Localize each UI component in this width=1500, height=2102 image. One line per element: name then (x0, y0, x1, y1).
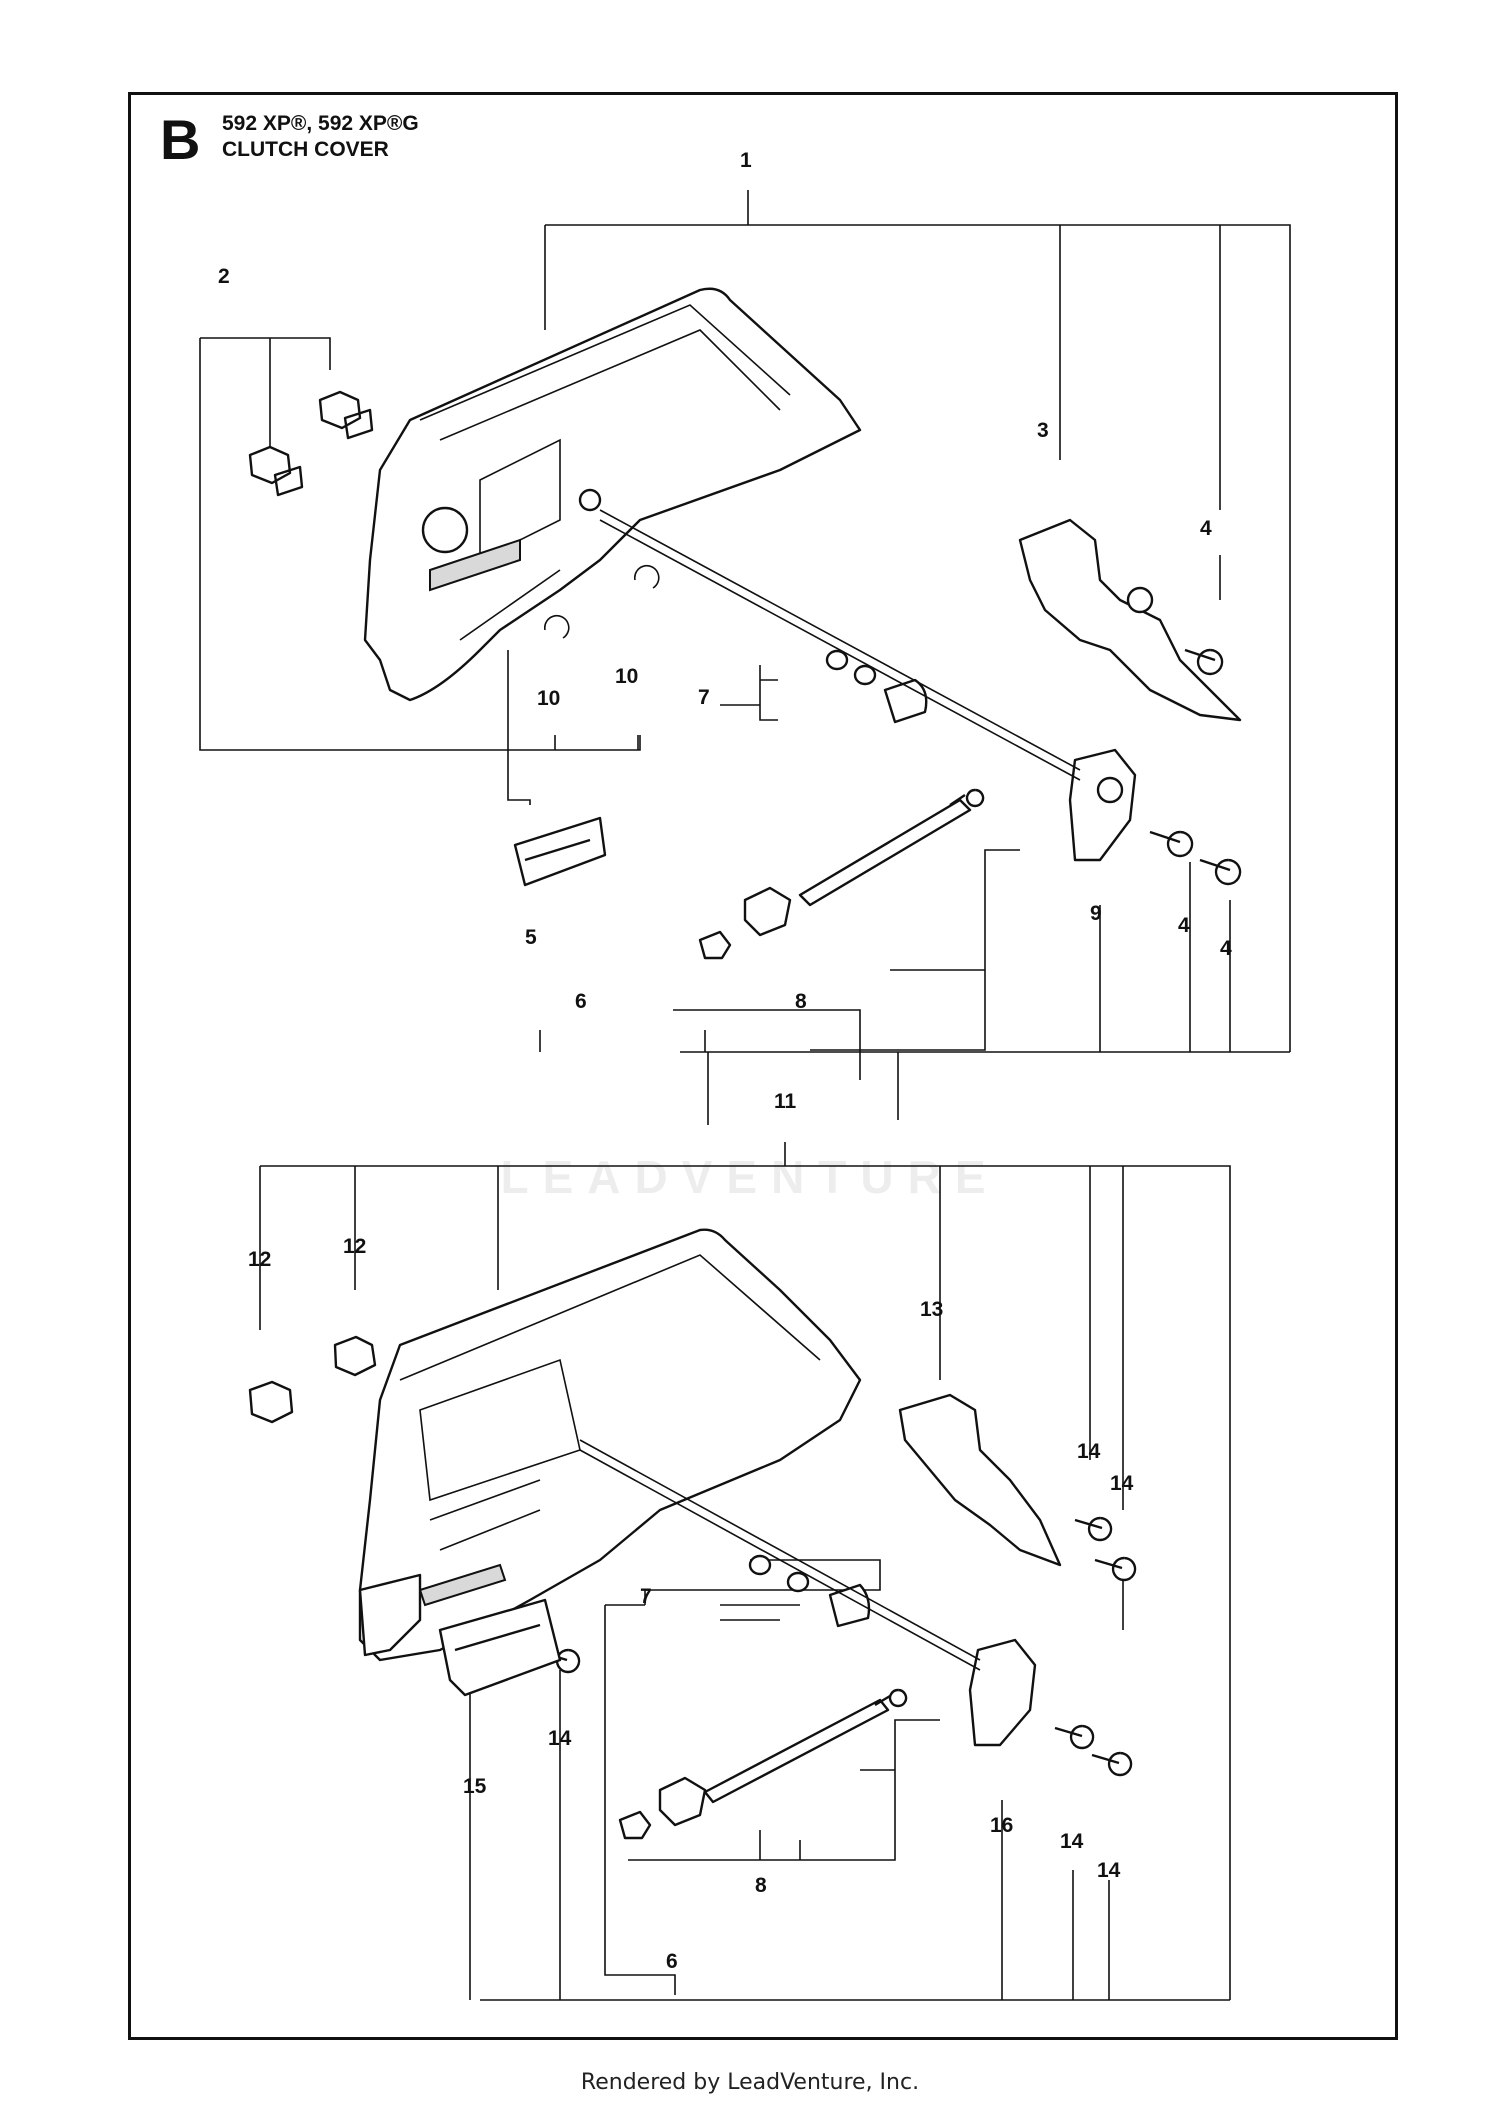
circlip-10b (633, 564, 660, 589)
circlip-10a (543, 614, 570, 639)
callout-labels: 1 2 3 4 10 10 7 5 9 4 4 6 8 11 12 12 13 … (218, 149, 1232, 1973)
callout-13: 13 (920, 1298, 943, 1321)
callout-5: 5 (525, 926, 537, 949)
section-letter: B (160, 108, 201, 171)
callout-4b: 4 (1178, 914, 1190, 937)
chain-catcher-3 (1018, 518, 1242, 722)
diagram-title: CLUTCH COVER (222, 138, 389, 161)
callout-8a: 8 (795, 990, 807, 1013)
nut-2a (318, 390, 374, 440)
callout-14b: 14 (1110, 1472, 1134, 1495)
screw-14e (1091, 1751, 1133, 1777)
callout-14a: 14 (1077, 1440, 1101, 1463)
callout-4a: 4 (1200, 517, 1212, 540)
washer-7c (748, 1554, 772, 1576)
screw-4b (1149, 830, 1194, 858)
callout-6a: 6 (575, 990, 587, 1013)
callout-16: 16 (990, 1814, 1013, 1837)
plate-hole (1096, 776, 1124, 804)
tensioner-pin-8 (698, 930, 732, 960)
callout-10a: 10 (537, 687, 560, 710)
rubber-insert-5 (513, 816, 607, 887)
tensioner-nut-8 (743, 886, 792, 937)
callout-3: 3 (1037, 419, 1049, 442)
callout-11: 11 (774, 1090, 797, 1113)
callout-12b: 12 (343, 1235, 366, 1258)
lower-cover-insert (418, 1563, 507, 1607)
lower-assembly (248, 1142, 1231, 2001)
chain-catcher-13 (898, 1393, 1062, 1567)
callout-4c: 4 (1220, 937, 1232, 960)
callout-15: 15 (463, 1775, 487, 1798)
screw-4a (1184, 648, 1224, 676)
guide-rod-upper (599, 509, 1081, 781)
tensioner-nut-8b (658, 1776, 707, 1827)
screw-14a (1074, 1516, 1113, 1542)
callout-7b: 7 (640, 1585, 652, 1608)
tensioner-screw-8b (703, 1688, 908, 1804)
callout-14e: 14 (1097, 1859, 1121, 1882)
leader-lines-lower (259, 1142, 1231, 2001)
guide-rod-lower (579, 1439, 981, 1671)
nut-2b (248, 445, 304, 497)
catcher-bolt (1126, 586, 1154, 614)
model-numbers: 592 XP®, 592 XP®G (222, 112, 419, 135)
callout-14d: 14 (1060, 1830, 1084, 1853)
washer-7d (786, 1571, 810, 1593)
tensioner-screw-8 (798, 788, 985, 907)
cover-insert (429, 538, 521, 592)
leader-lines-upper (199, 190, 1291, 1125)
lower-cover-spike (358, 1573, 422, 1657)
tensioner-plate-9 (1068, 748, 1137, 862)
screw-4c (1199, 858, 1242, 886)
clutch-cover-lower (358, 1228, 862, 1662)
screw-14d (1054, 1724, 1095, 1750)
callout-12a: 12 (248, 1248, 271, 1271)
callout-10b: 10 (615, 665, 638, 688)
callout-1: 1 (740, 149, 752, 172)
diagram-frame (128, 92, 1398, 2040)
callout-8b: 8 (755, 1874, 767, 1897)
callout-7a: 7 (698, 686, 710, 709)
washer-7a (825, 649, 849, 671)
tensioner-pin-8b (618, 1810, 652, 1840)
callout-9: 9 (1090, 902, 1102, 925)
cover-rib (419, 304, 791, 641)
nut-12a (333, 1335, 377, 1377)
spike-plate-15 (438, 1598, 562, 1697)
screw-14b (1094, 1556, 1137, 1582)
washer-7b (853, 664, 877, 686)
callout-6b: 6 (666, 1950, 678, 1973)
upper-assembly (199, 190, 1291, 1125)
tensioner-plate-16 (968, 1638, 1037, 1747)
footer-credit: Rendered by LeadVenture, Inc. (580, 2070, 920, 2095)
cover-pin (578, 488, 602, 512)
nut-12b (248, 1380, 294, 1424)
watermark: LEADVENTURE (500, 1151, 1000, 1203)
callout-14c: 14 (548, 1727, 572, 1750)
callout-2: 2 (218, 265, 230, 288)
clutch-cover-upper (363, 287, 862, 702)
tensioner-knob-7b (828, 1583, 871, 1628)
cover-hole (421, 506, 469, 554)
